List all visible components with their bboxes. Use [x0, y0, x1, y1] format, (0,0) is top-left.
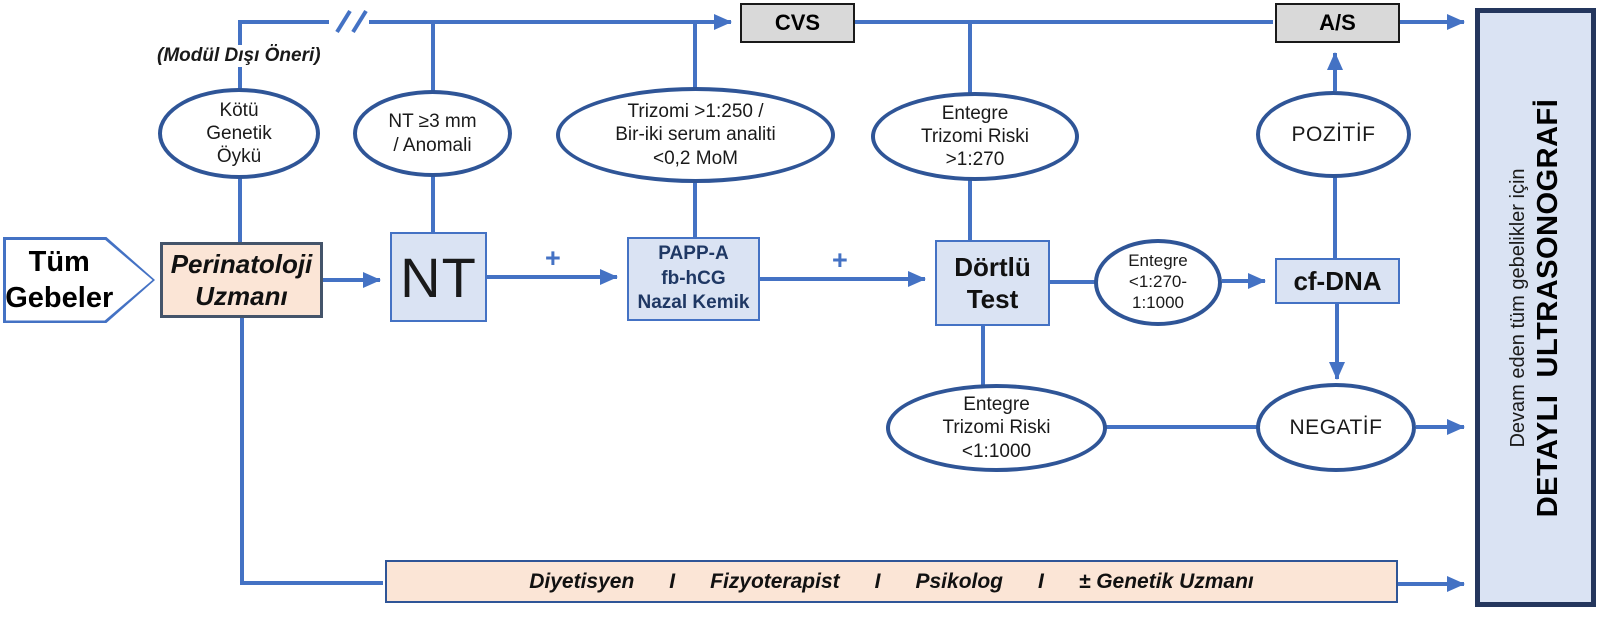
detailed-ultrasound-text: Devam eden tüm gebelikler için DETAYLI U… [1507, 13, 1565, 603]
all-pregnant-label: Tüm Gebeler [5, 245, 114, 314]
cvs-box: CVS [740, 3, 855, 43]
quad-test-box: Dörtlü Test [935, 240, 1050, 326]
line-genetic-history-to-top [238, 20, 329, 96]
trisomy-risk-250-ellipse: Trizomi >1:250 / Bir-iki serum analiti <… [556, 87, 835, 183]
integrated-risk-1000-ellipse: Entegre Trizomi Riski <1:1000 [886, 384, 1107, 472]
plus-sign-2: + [832, 245, 848, 275]
detailed-ultrasound-panel: Devam eden tüm gebelikler için DETAYLI U… [1475, 8, 1596, 607]
perinatology-specialist-box: Perinatoloji Uzmanı [160, 242, 323, 318]
nt-3mm-anomaly-ellipse: NT ≥3 mm / Anomali [353, 90, 512, 177]
integrated-risk-270-1000-ellipse: Entegre <1:270- 1:1000 [1094, 239, 1222, 326]
support-team-bar: Diyetisyen I Fizyoterapist I Psikolog I … [385, 560, 1398, 603]
cf-dna-box: cf-DNA [1275, 258, 1400, 304]
panel-title: DETAYLI ULTRASONOGRAFİ [1531, 98, 1564, 517]
break-mark-slash-1 [335, 9, 352, 34]
positive-ellipse: POZİTİF [1256, 91, 1411, 178]
amniocentesis-box: A/S [1275, 3, 1400, 43]
integrated-risk-270-ellipse: Entegre Trizomi Riski >1:270 [871, 92, 1079, 181]
module-external-note: (Modül Dışı Öneri) [153, 45, 325, 67]
serum-markers-box: PAPP-A fb-hCG Nazal Kemik [627, 237, 760, 321]
line-perinatology-to-support-bar [240, 316, 383, 585]
negative-ellipse: NEGATİF [1256, 383, 1416, 472]
panel-subtitle: Devam eden tüm gebelikler için [1506, 167, 1529, 448]
nt-box: NT [390, 232, 487, 322]
bad-genetic-history-ellipse: Kötü Genetik Öykü [158, 88, 320, 179]
plus-sign-1: + [545, 243, 561, 273]
break-mark-slash-2 [351, 9, 368, 34]
